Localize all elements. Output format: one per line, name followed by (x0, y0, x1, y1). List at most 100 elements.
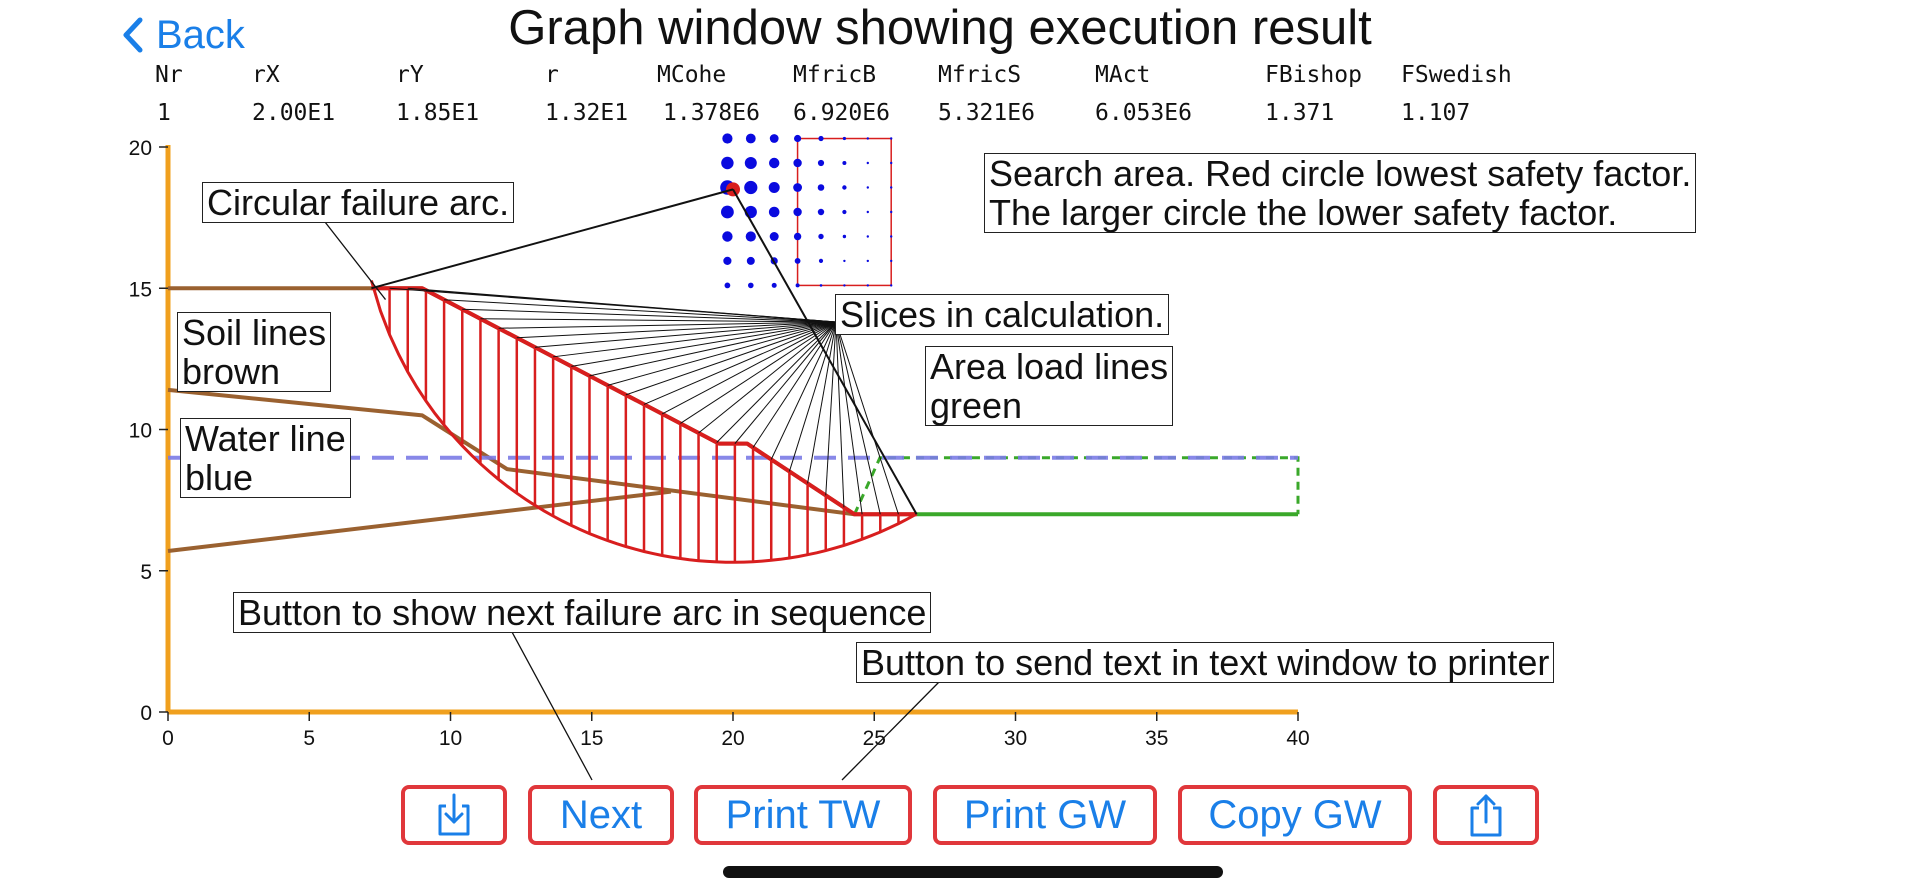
annotation-slices: Slices in calculation. (835, 294, 1170, 335)
search-point (793, 183, 802, 192)
value-mfricb: 6.920E6 (793, 100, 890, 126)
leader-slice (516, 321, 837, 339)
search-point (818, 233, 824, 240)
x-tick-label: 40 (1286, 727, 1309, 750)
search-point (817, 184, 825, 191)
leader-slice (788, 321, 837, 472)
value-rx: 2.00E1 (252, 100, 336, 126)
search-point (890, 235, 893, 238)
search-point (842, 234, 847, 239)
leader-slice (498, 321, 837, 329)
y-tick-label: 10 (129, 420, 152, 443)
x-tick-label: 35 (1145, 727, 1168, 750)
share-button[interactable] (1433, 785, 1539, 845)
leader-slice (480, 318, 837, 323)
leader-slice (825, 321, 837, 496)
search-point (817, 159, 825, 167)
leader-slice (752, 321, 837, 448)
leader-slice (835, 321, 899, 515)
x-tick-label: 10 (439, 727, 462, 750)
value-mact: 6.053E6 (1095, 100, 1192, 126)
search-point (817, 208, 825, 216)
radius-line-left (371, 188, 734, 290)
search-point (794, 258, 801, 264)
search-point (890, 137, 893, 140)
value-r: 1.32E1 (545, 100, 629, 126)
x-tick-label: 25 (863, 727, 886, 750)
search-point (793, 158, 802, 168)
search-point (769, 157, 780, 169)
search-point (795, 283, 800, 288)
search-point (722, 133, 733, 144)
search-point (890, 210, 893, 214)
leader-slice (661, 321, 837, 415)
radius-line-right (732, 188, 918, 515)
header-fbishop: FBishop (1265, 62, 1362, 88)
leader-next-button (511, 631, 593, 781)
value-fswedish: 1.107 (1401, 100, 1471, 126)
search-point (842, 136, 847, 141)
leader-slice (607, 321, 837, 386)
leader-slice (444, 299, 837, 323)
annotation-next-button: Button to show next failure arc in seque… (233, 592, 932, 633)
search-point (771, 282, 777, 288)
download-icon (438, 793, 470, 836)
search-point (866, 186, 869, 189)
annotation-soil-lines: Soil lines brown (177, 312, 332, 392)
leader-slice (835, 321, 881, 515)
y-tick-label: 0 (140, 702, 152, 725)
leader-slice (680, 321, 837, 424)
search-point (745, 231, 756, 242)
value-mfrics: 5.321E6 (938, 100, 1035, 126)
back-button[interactable]: Back (120, 10, 245, 60)
search-point (866, 161, 869, 165)
search-point (723, 256, 732, 265)
y-tick-label: 5 (140, 561, 152, 584)
leader-slice (571, 321, 837, 367)
print-tw-button[interactable]: Print TW (694, 785, 912, 845)
x-tick-label: 20 (721, 727, 744, 750)
search-point (744, 157, 757, 169)
search-point (843, 284, 846, 287)
leader-slice (835, 321, 845, 508)
annotation-area-load: Area load lines green (925, 346, 1174, 426)
leader-slice (835, 321, 863, 515)
search-point (866, 137, 869, 140)
search-point (794, 134, 802, 143)
annotation-print-button: Button to send text in text window to pr… (856, 642, 1555, 683)
x-tick-label: 0 (162, 727, 174, 750)
x-tick-label: 15 (580, 727, 603, 750)
value-ry: 1.85E1 (396, 100, 480, 126)
search-point (793, 232, 802, 241)
header-fswedish: FSwedish (1401, 62, 1512, 88)
header-mfricb: MfricB (793, 62, 877, 88)
x-tick-label: 5 (303, 727, 315, 750)
search-point (769, 134, 779, 143)
copy-gw-button[interactable]: Copy GW (1178, 785, 1412, 845)
search-point (842, 209, 847, 215)
search-point (818, 258, 824, 263)
search-point (818, 135, 824, 142)
print-gw-button[interactable]: Print GW (933, 785, 1157, 845)
search-point (866, 210, 869, 214)
search-point (722, 231, 733, 242)
header-r: r (545, 62, 559, 88)
search-point (890, 284, 893, 287)
next-button[interactable]: Next (528, 785, 674, 845)
leader-slice (462, 308, 837, 323)
annotation-circular-arc: Circular failure arc. (202, 182, 515, 223)
search-point (768, 182, 780, 193)
search-point (866, 284, 869, 287)
soil-line-3 (167, 489, 672, 553)
save-button[interactable] (401, 785, 507, 845)
leader-print-button (841, 680, 941, 781)
header-rx: rX (252, 62, 280, 88)
leader-slice (589, 321, 837, 377)
leader-slice (625, 321, 837, 396)
search-point (746, 256, 755, 265)
leader-slice (553, 321, 837, 358)
search-point (842, 161, 847, 165)
area-load-outline (853, 456, 1300, 515)
search-point (890, 186, 893, 189)
